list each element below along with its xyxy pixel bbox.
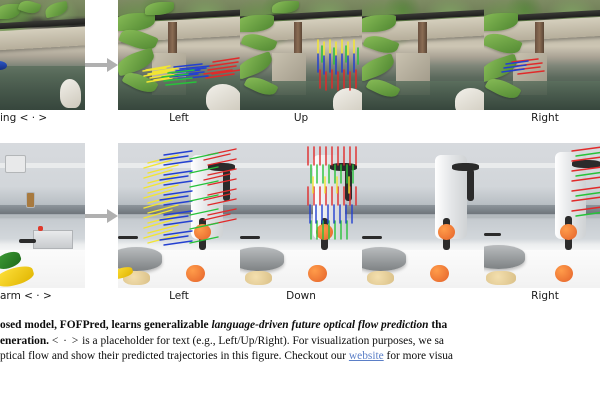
row2-label-left: Left: [169, 290, 189, 302]
row2-separator-arrow: [85, 143, 118, 288]
row1-panel-right: [362, 0, 484, 110]
figure-row-1: ing < · > Left Up Right: [0, 0, 600, 130]
caption-bold-start: osed model, FOFPred, learns generalizabl…: [0, 319, 212, 331]
caption-line3-pre: ptical flow and show their predicted tra…: [0, 350, 349, 363]
row1-separator-arrow: [85, 0, 118, 130]
row1-label-right: Right: [531, 112, 559, 124]
caption-line-2: eneration. < · > is a placeholder for te…: [0, 334, 600, 350]
caption-bold-italic: language-driven future optical flow pred…: [211, 319, 429, 331]
row2-label-right: Right: [531, 290, 559, 302]
row2-input-label: arm < · >: [0, 290, 52, 302]
row2-label-down: Down: [286, 290, 316, 302]
website-link[interactable]: website: [348, 350, 384, 363]
row2-panel-left: [118, 143, 240, 288]
row1-label-left: Left: [169, 112, 189, 124]
right-arrow-icon: [85, 58, 118, 72]
caption-placeholder-token: < · >: [51, 334, 80, 347]
row1-input-label: ing < · >: [0, 112, 48, 124]
row1-panel-left: [118, 0, 240, 110]
caption-line-3: ptical flow and show their predicted tra…: [0, 349, 600, 365]
row2-input-panel: [0, 143, 85, 288]
figure-caption: osed model, FOFPred, learns generalizabl…: [0, 318, 600, 365]
caption-line3-post: for more visua: [383, 350, 453, 363]
row2-panel-right: [362, 143, 484, 288]
caption-line2-rest: is a placeholder for text (e.g., Left/Up…: [79, 334, 444, 347]
caption-bold-end: tha: [428, 319, 448, 331]
caption-line-1: osed model, FOFPred, learns generalizabl…: [0, 318, 600, 334]
row1-label-up: Up: [293, 112, 309, 124]
row2-panel-right-overflow: [484, 143, 600, 288]
row2-panel-down: [240, 143, 362, 288]
caption-line2-bold: eneration.: [0, 334, 50, 347]
row1-panel-up: [240, 0, 362, 110]
figure-row-2: arm < · > Left Down Right: [0, 143, 600, 308]
right-arrow-icon: [85, 208, 118, 223]
row1-panel-right-overflow: [484, 0, 600, 110]
row1-input-panel: [0, 0, 85, 110]
